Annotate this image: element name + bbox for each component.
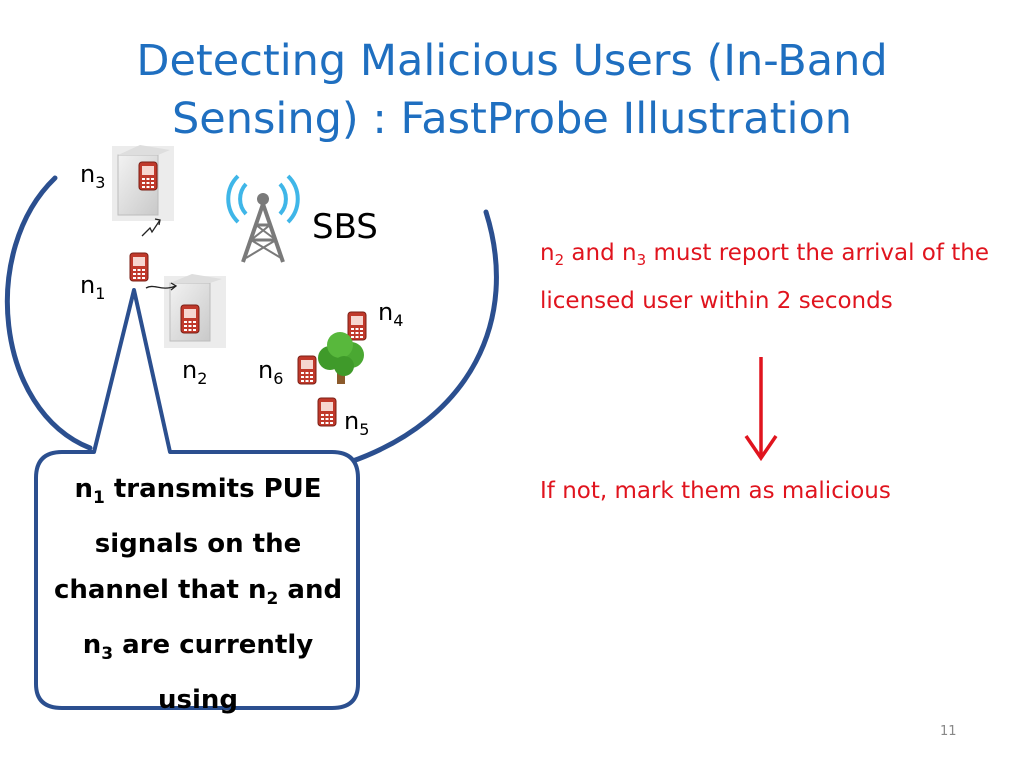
node-n4-phone bbox=[347, 311, 367, 341]
callout-text: n1 transmits PUE signals on the channel … bbox=[53, 474, 343, 715]
base-station-tower-icon bbox=[226, 174, 300, 263]
node-label-n5: n5 bbox=[344, 407, 370, 439]
tree-icon bbox=[318, 332, 364, 384]
node-label-n3: n3 bbox=[80, 160, 106, 192]
coverage-circle-right-arc bbox=[347, 209, 499, 465]
node-label-n2: n2 bbox=[182, 356, 208, 388]
node-n1-phone bbox=[129, 252, 149, 282]
slide-title: Detecting Malicious Users (In-Band Sensi… bbox=[0, 32, 1024, 148]
callout-bubble bbox=[34, 288, 360, 710]
base-station-label: SBS bbox=[312, 207, 378, 247]
node-label-n4: n4 bbox=[378, 298, 404, 330]
requirement-note: n2 and n3 must report the arrival of the… bbox=[540, 240, 989, 314]
node-n6-phone bbox=[297, 355, 317, 385]
node-n3-device bbox=[112, 145, 174, 221]
node-label-n6: n6 bbox=[258, 356, 284, 388]
consequence-note: If not, mark them as malicious bbox=[540, 478, 891, 504]
slide-title-line2: Sensing) : FastProbe Illustration bbox=[171, 94, 853, 144]
page-number: 11 bbox=[940, 724, 957, 739]
node-label-n1: n1 bbox=[80, 271, 106, 303]
slide-title-line1: Detecting Malicious Users (In-Band bbox=[136, 36, 888, 86]
node-n5-phone bbox=[317, 397, 337, 427]
flow-arrow-down bbox=[744, 357, 778, 462]
coverage-circle-left-arc bbox=[5, 175, 93, 451]
signal-arrow-to-n3 bbox=[141, 219, 161, 237]
signal-arrow-to-n2 bbox=[145, 285, 177, 289]
